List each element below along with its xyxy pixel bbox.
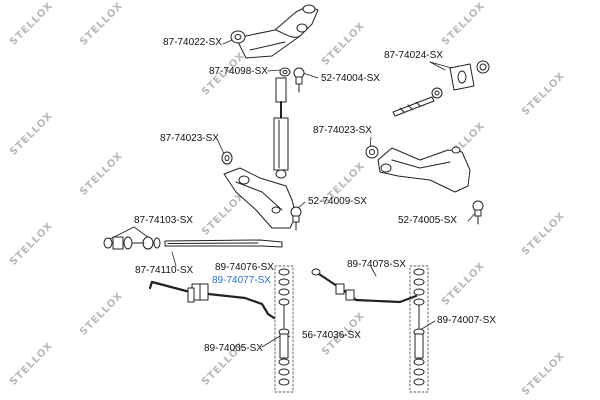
left-lower-ball-joint-shape	[290, 206, 302, 231]
label-upper-arm-kit[interactable]: 87-74024-SX	[384, 50, 443, 61]
label-stabilizer-bushing-a[interactable]: 89-74076-SX	[215, 262, 274, 273]
label-upper-arm-bushing-b[interactable]: 87-74098-SX	[209, 66, 268, 77]
right-stabilizer-bar	[311, 268, 418, 304]
label-stabilizer-link-right[interactable]: 89-74007-SX	[437, 315, 496, 326]
label-lower-arm-bushing-left[interactable]: 87-74023-SX	[160, 133, 219, 144]
right-lower-control-arm	[365, 145, 471, 193]
right-link-stack	[409, 265, 429, 393]
left-stabilizer-bar	[148, 280, 276, 320]
label-stabilizer-link-center[interactable]: 56-74036-SX	[302, 330, 361, 341]
left-lower-control-arm	[221, 151, 297, 229]
label-stabilizer-link-left[interactable]: 89-74005-SX	[204, 343, 263, 354]
label-strut-rod-bushing[interactable]: 87-74103-SX	[134, 215, 193, 226]
upper-control-arm	[230, 4, 319, 59]
label-lower-ball-joint-left[interactable]: 52-74009-SX	[308, 196, 367, 207]
label-stabilizer-bar-right[interactable]: 89-74078-SX	[347, 259, 406, 270]
left-link-stack	[274, 265, 294, 393]
label-upper-arm-bushing[interactable]: 87-74022-SX	[163, 37, 222, 48]
label-stabilizer-bushing-b[interactable]: 89-74077-SX	[212, 275, 271, 286]
strut-rod-assembly	[103, 236, 283, 250]
upper-arm-bushing-shape	[279, 67, 291, 77]
label-lower-arm-bushing-right[interactable]: 87-74023-SX	[313, 125, 372, 136]
label-upper-ball-joint[interactable]: 52-74004-SX	[321, 73, 380, 84]
label-lower-ball-joint-right[interactable]: 52-74005-SX	[398, 215, 457, 226]
label-strut-rod[interactable]: 87-74110-SX	[135, 265, 194, 276]
upper-arm-kit	[392, 60, 490, 117]
shock-absorber	[273, 77, 289, 179]
right-lower-ball-joint-shape	[472, 200, 484, 225]
upper-ball-joint-shape	[293, 67, 305, 93]
